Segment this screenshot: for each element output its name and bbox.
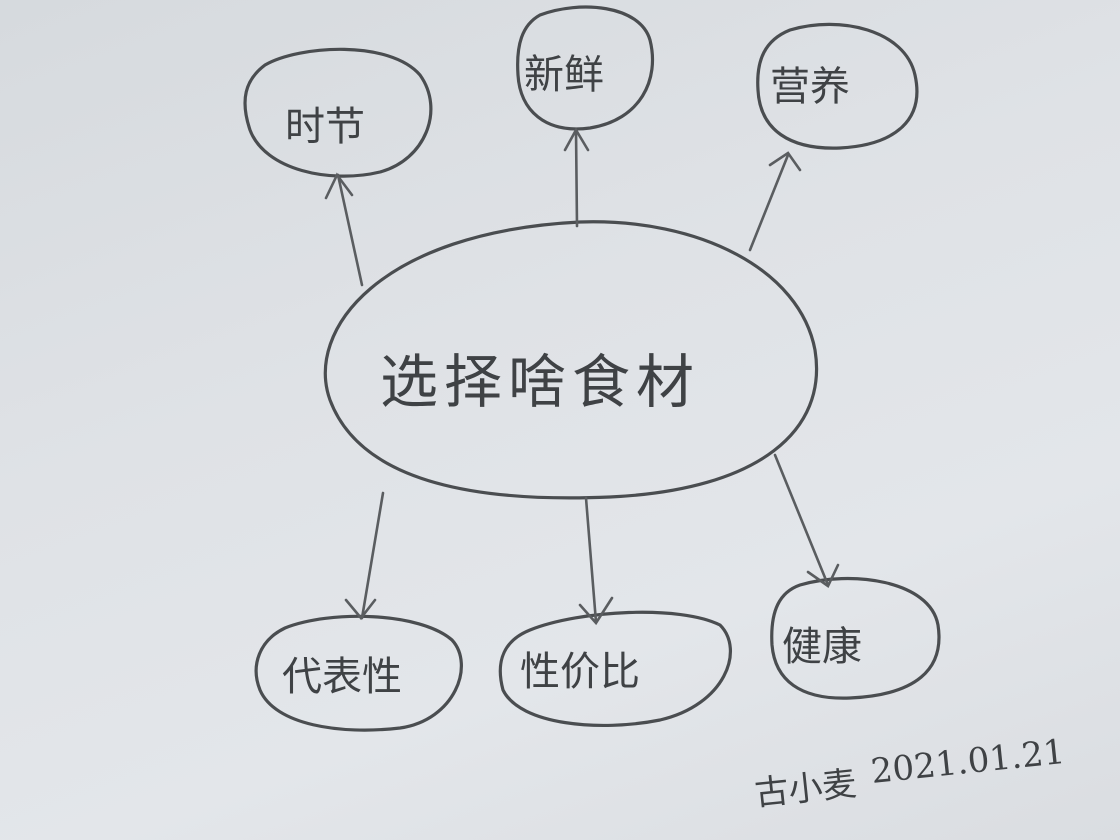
node-label: 性价比	[520, 649, 640, 695]
center-node: 选择啥食材	[323, 220, 819, 500]
node-representative: 代表性	[254, 614, 463, 732]
edge-to-health	[773, 453, 840, 588]
signature: 古小麦 2021.01.21	[753, 732, 1067, 814]
signature-date: 2021.01.21	[869, 732, 1067, 792]
node-label: 代表性	[282, 654, 402, 700]
node-label: 新鲜	[524, 52, 604, 98]
edge-to-representative	[344, 491, 385, 621]
node-nutrition: 营养	[756, 22, 919, 150]
edge-to-nutrition	[748, 151, 802, 252]
edge-to-seasonal	[324, 172, 364, 287]
node-label: 营养	[770, 64, 850, 110]
node-label: 健康	[782, 624, 862, 670]
node-value: 性价比	[498, 610, 732, 728]
edge-to-freshness	[563, 127, 590, 228]
center-label: 选择啥食材	[380, 348, 700, 416]
node-health: 健康	[770, 576, 941, 700]
signature-name: 古小麦	[753, 764, 859, 814]
node-freshness: 新鲜	[516, 5, 655, 131]
edge-to-value	[578, 496, 614, 626]
node-seasonal: 时节	[243, 47, 433, 178]
node-label: 时节	[285, 104, 365, 150]
